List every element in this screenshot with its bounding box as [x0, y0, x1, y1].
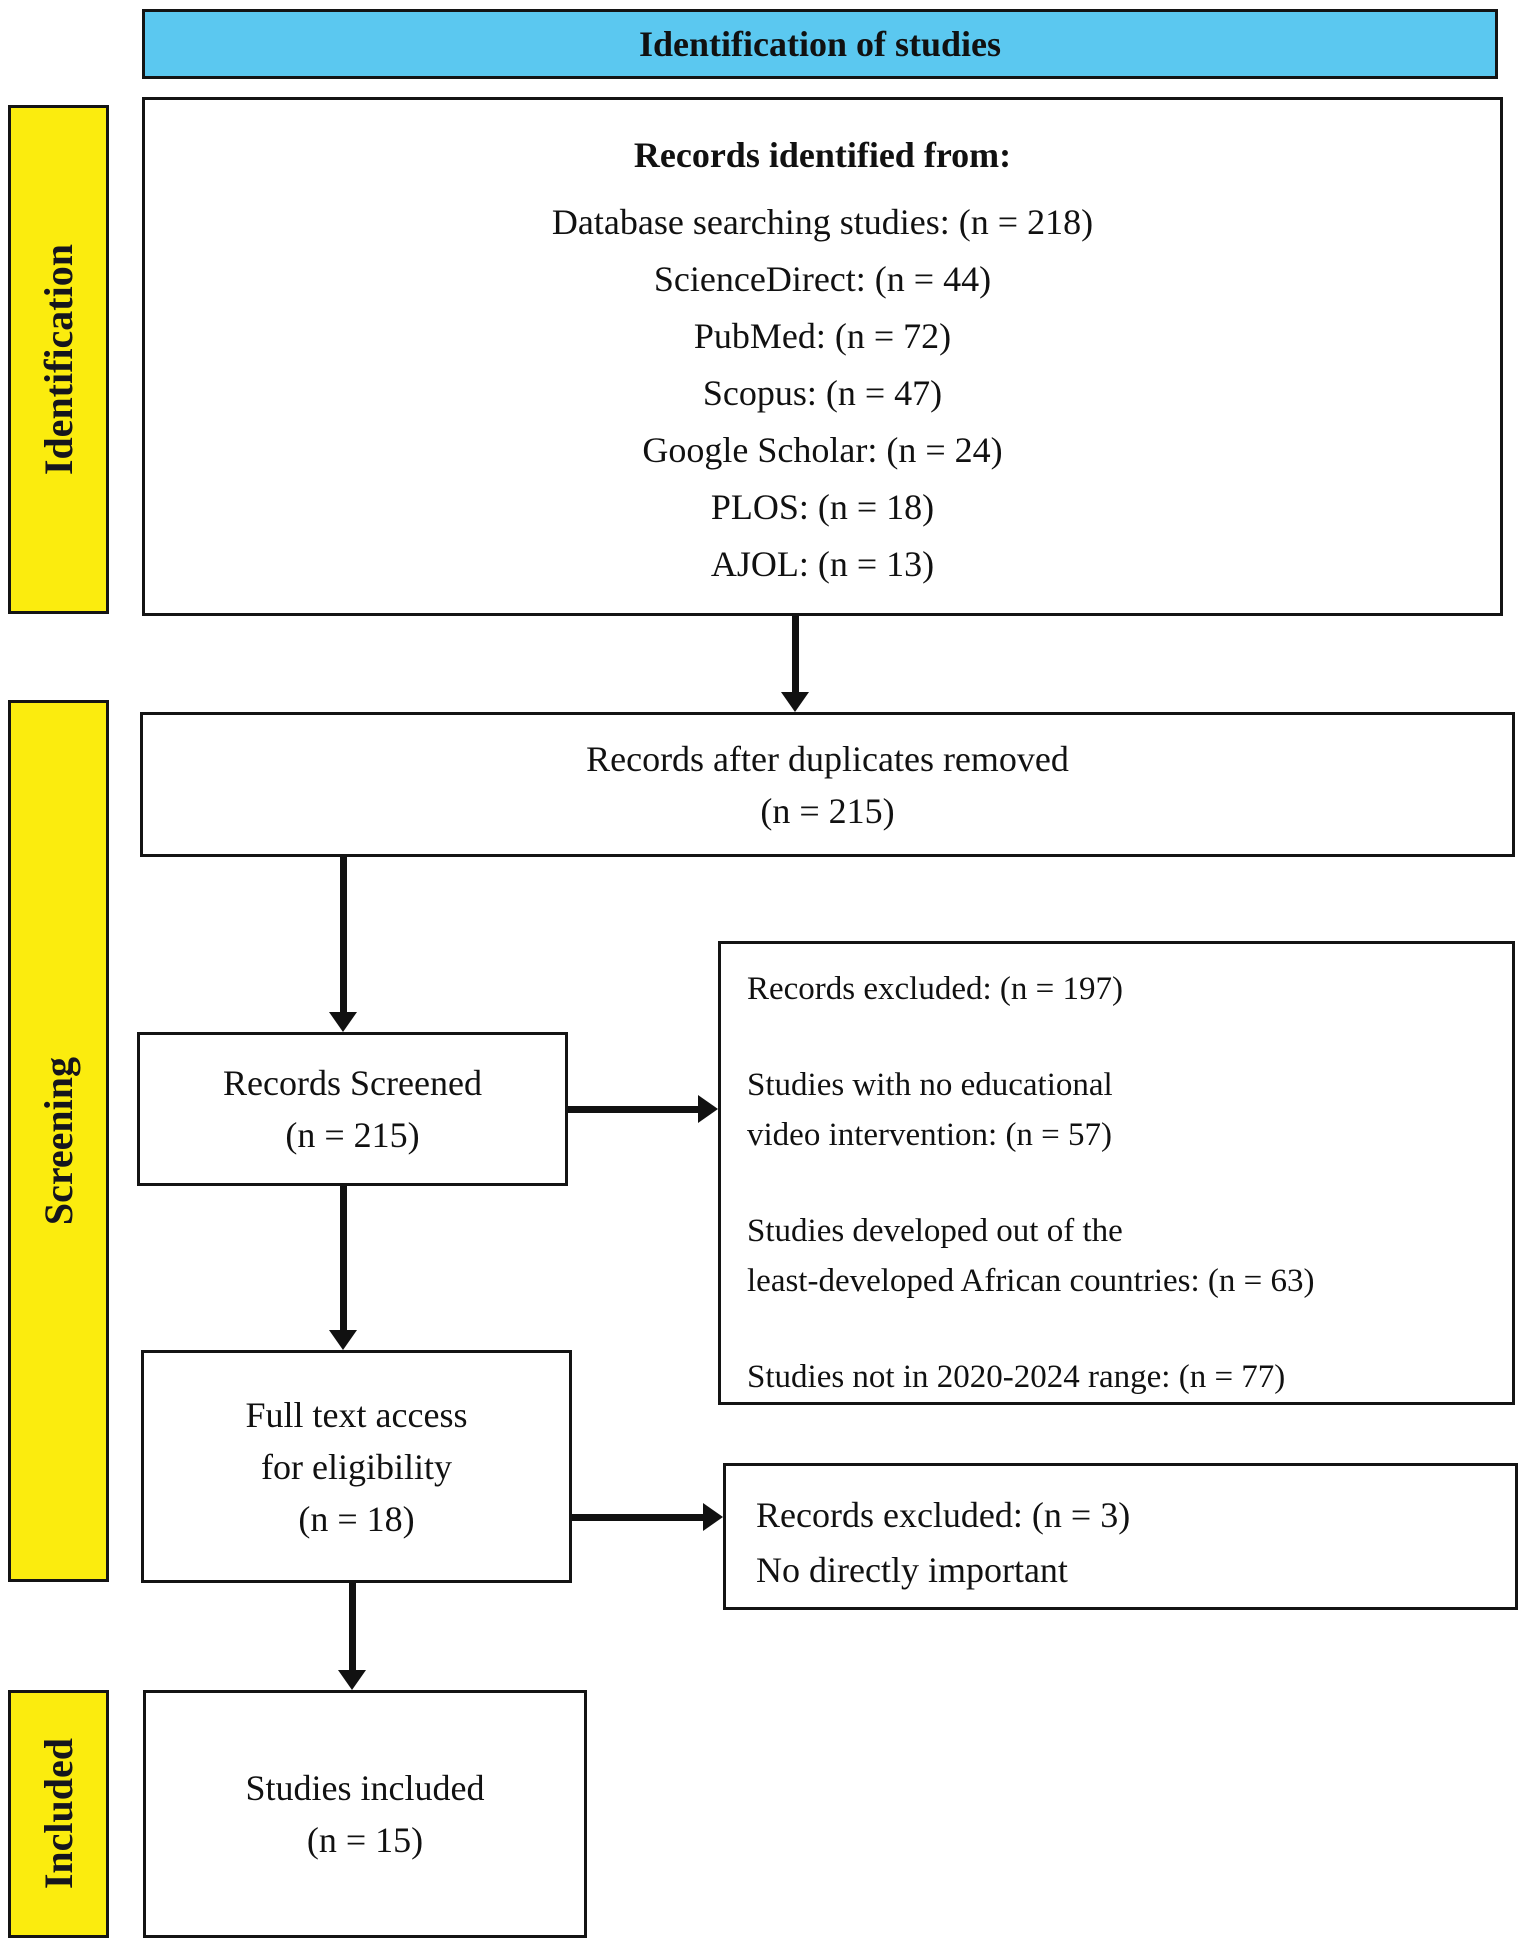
duplicates-removed-count: (n = 215): [760, 790, 895, 831]
box-duplicates-removed: Records after duplicates removed (n = 21…: [140, 712, 1515, 857]
identified-line-google-scholar: Google Scholar: (n = 24): [642, 429, 1003, 470]
box-records-excluded-eligibility: Records excluded: (n = 3) No directly im…: [723, 1463, 1518, 1610]
identified-line-pubmed: PubMed: (n = 72): [693, 315, 952, 356]
identified-line-database: Database searching studies: (n = 218): [551, 201, 1094, 242]
header-title: Identification of studies: [638, 24, 1002, 64]
stage-bar-included: Included: [8, 1690, 109, 1938]
box-records-excluded-screening: Records excluded: (n = 197) Studies with…: [718, 941, 1515, 1405]
arrow-identified-to-duplicates-arrowhead: [781, 692, 809, 712]
arrow-screened-to-excluded-arrowhead: [698, 1095, 718, 1123]
box-full-text-access: Full text access for eligibility (n = 18…: [141, 1350, 572, 1583]
arrow-fulltext-to-excluded: [572, 1514, 703, 1521]
arrow-screened-to-fulltext: [340, 1186, 347, 1330]
arrow-identified-to-duplicates: [792, 616, 799, 692]
records-identified-heading: Records identified from:: [633, 134, 1012, 175]
box-studies-included: Studies included (n = 15): [143, 1690, 587, 1938]
arrow-fulltext-to-included-arrowhead: [338, 1670, 366, 1690]
stage-bar-screening: Screening: [8, 700, 109, 1582]
arrow-fulltext-to-excluded-arrowhead: [703, 1503, 723, 1531]
box-records-identified: Records identified from: Database search…: [142, 97, 1503, 616]
arrow-duplicates-to-screened: [340, 857, 347, 1012]
excluded-screening-no-video: Studies with no educational video interv…: [747, 1067, 1113, 1153]
stage-label-included: Included: [36, 1738, 81, 1890]
excluded-screening-out-of-countries: Studies developed out of the least-devel…: [747, 1213, 1315, 1299]
excluded-eligibility-reason: No directly important: [756, 1550, 1068, 1590]
duplicates-removed-line1: Records after duplicates removed: [586, 738, 1069, 779]
excluded-screening-total: Records excluded: (n = 197): [747, 971, 1124, 1007]
identified-line-ajol: AJOL: (n = 13): [710, 543, 935, 584]
excluded-eligibility-count: Records excluded: (n = 3): [756, 1495, 1131, 1535]
full-text-line2: for eligibility: [261, 1446, 452, 1487]
box-records-screened: Records Screened (n = 215): [137, 1032, 568, 1186]
studies-included-line1: Studies included: [245, 1768, 485, 1808]
arrow-screened-to-excluded: [568, 1106, 698, 1113]
stage-bar-identification: Identification: [8, 105, 109, 614]
records-screened-count: (n = 215): [285, 1115, 420, 1155]
stage-label-identification: Identification: [36, 243, 81, 476]
arrow-screened-to-fulltext-arrowhead: [329, 1330, 357, 1350]
studies-included-count: (n = 15): [306, 1820, 424, 1860]
identified-line-scopus: Scopus: (n = 47): [702, 372, 943, 413]
full-text-line1: Full text access: [245, 1394, 468, 1435]
records-screened-line1: Records Screened: [223, 1063, 482, 1103]
identified-line-plos: PLOS: (n = 18): [710, 486, 935, 527]
arrow-duplicates-to-screened-arrowhead: [329, 1012, 357, 1032]
excluded-screening-date-range: Studies not in 2020-2024 range: (n = 77): [747, 1359, 1286, 1395]
header-bar: Identification of studies: [142, 9, 1498, 79]
identified-line-sciencedirect: ScienceDirect: (n = 44): [653, 258, 992, 299]
full-text-count: (n = 18): [298, 1498, 415, 1539]
arrow-fulltext-to-included: [349, 1583, 356, 1670]
stage-label-screening: Screening: [36, 1056, 81, 1226]
